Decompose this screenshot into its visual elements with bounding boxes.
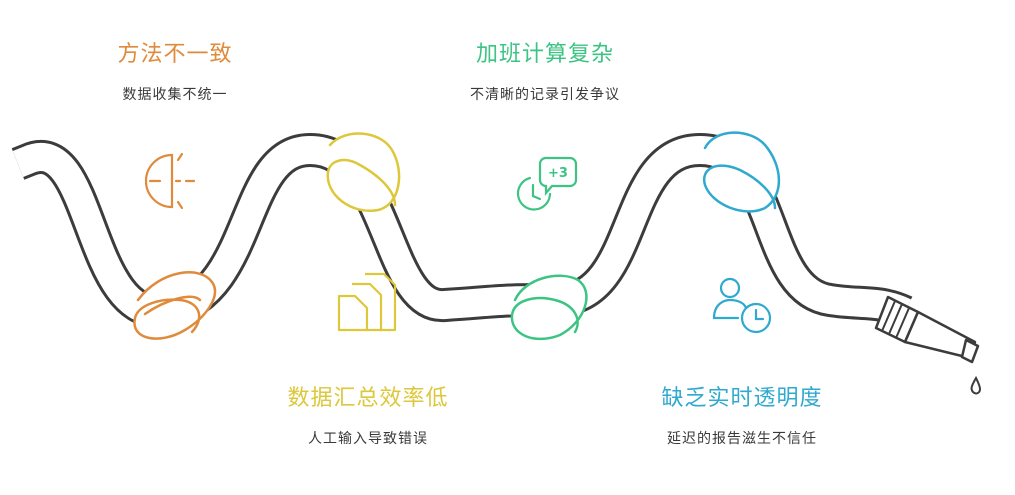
desc-overtime-complex: 不清晰的记录引发争议: [470, 87, 620, 103]
knot-blue: [702, 131, 781, 213]
title-lack-transparency: 缺乏实时透明度: [661, 386, 823, 411]
water-drop-icon: [970, 375, 982, 395]
knot-green: [510, 274, 588, 341]
stacked-documents-icon: [337, 272, 397, 332]
knot-orange: [133, 271, 217, 340]
desc-method-inconsistent: 数据收集不统一: [122, 87, 228, 103]
plus-three-label: +3: [548, 166, 568, 181]
desc-lack-transparency: 延迟的报告滋生不信任: [667, 431, 817, 447]
knot-yellow: [326, 132, 401, 213]
title-method-inconsistent: 方法不一致: [117, 42, 233, 67]
nozzle: [874, 295, 980, 364]
desc-aggregation-inefficient: 人工输入导致错误: [308, 431, 428, 447]
half-circle-icon: [144, 152, 196, 210]
clock-plus-three-icon: [516, 156, 578, 211]
user-clock-icon: [712, 277, 772, 334]
title-overtime-complex: 加班计算复杂: [475, 42, 615, 67]
title-aggregation-inefficient: 数据汇总效率低: [287, 386, 449, 411]
